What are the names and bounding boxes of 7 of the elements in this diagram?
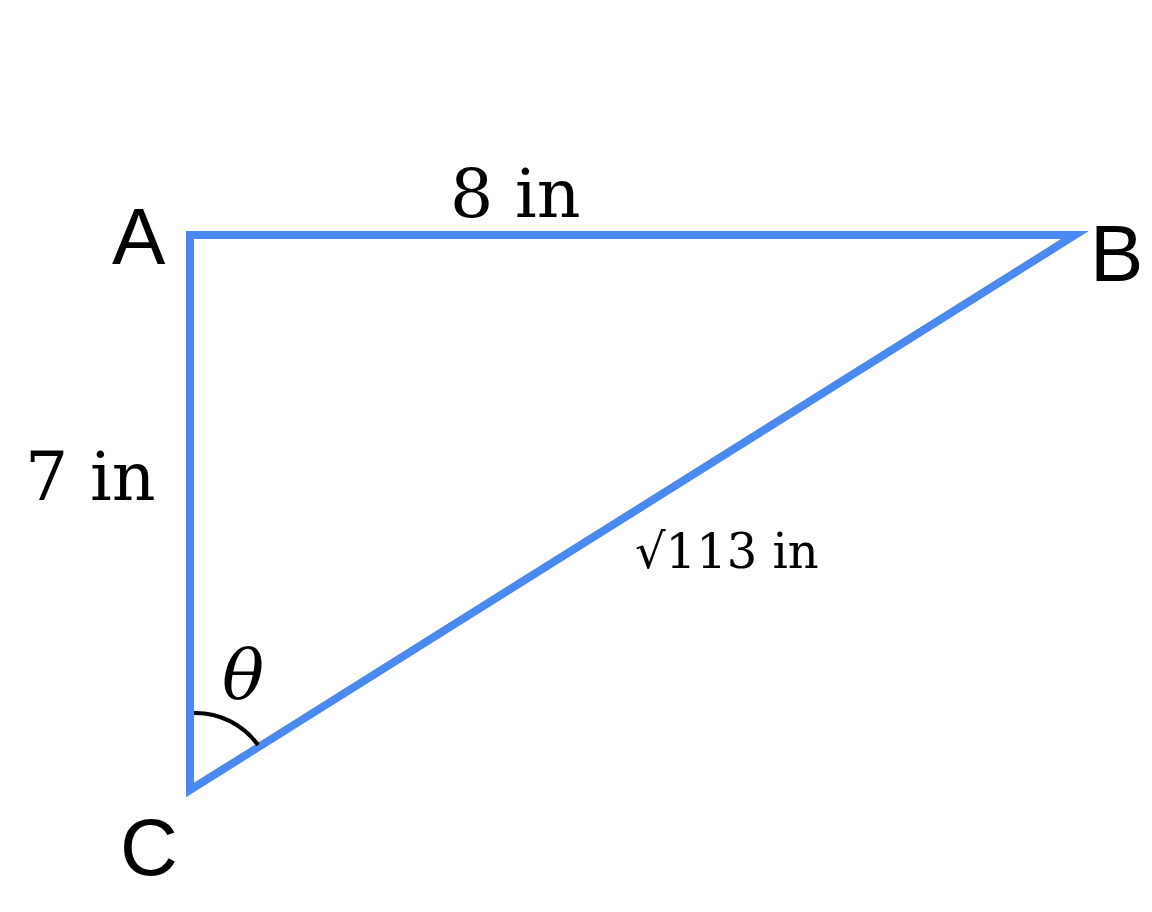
vertex-label: A bbox=[112, 197, 166, 277]
vertex-label: B bbox=[1090, 214, 1144, 294]
side-length-label: 7 in bbox=[25, 443, 156, 511]
side-length-label: √113 in bbox=[635, 527, 819, 575]
angle-label: θ bbox=[222, 640, 265, 710]
vertex-label: C bbox=[120, 808, 178, 888]
side-length-label: 8 in bbox=[450, 160, 581, 228]
